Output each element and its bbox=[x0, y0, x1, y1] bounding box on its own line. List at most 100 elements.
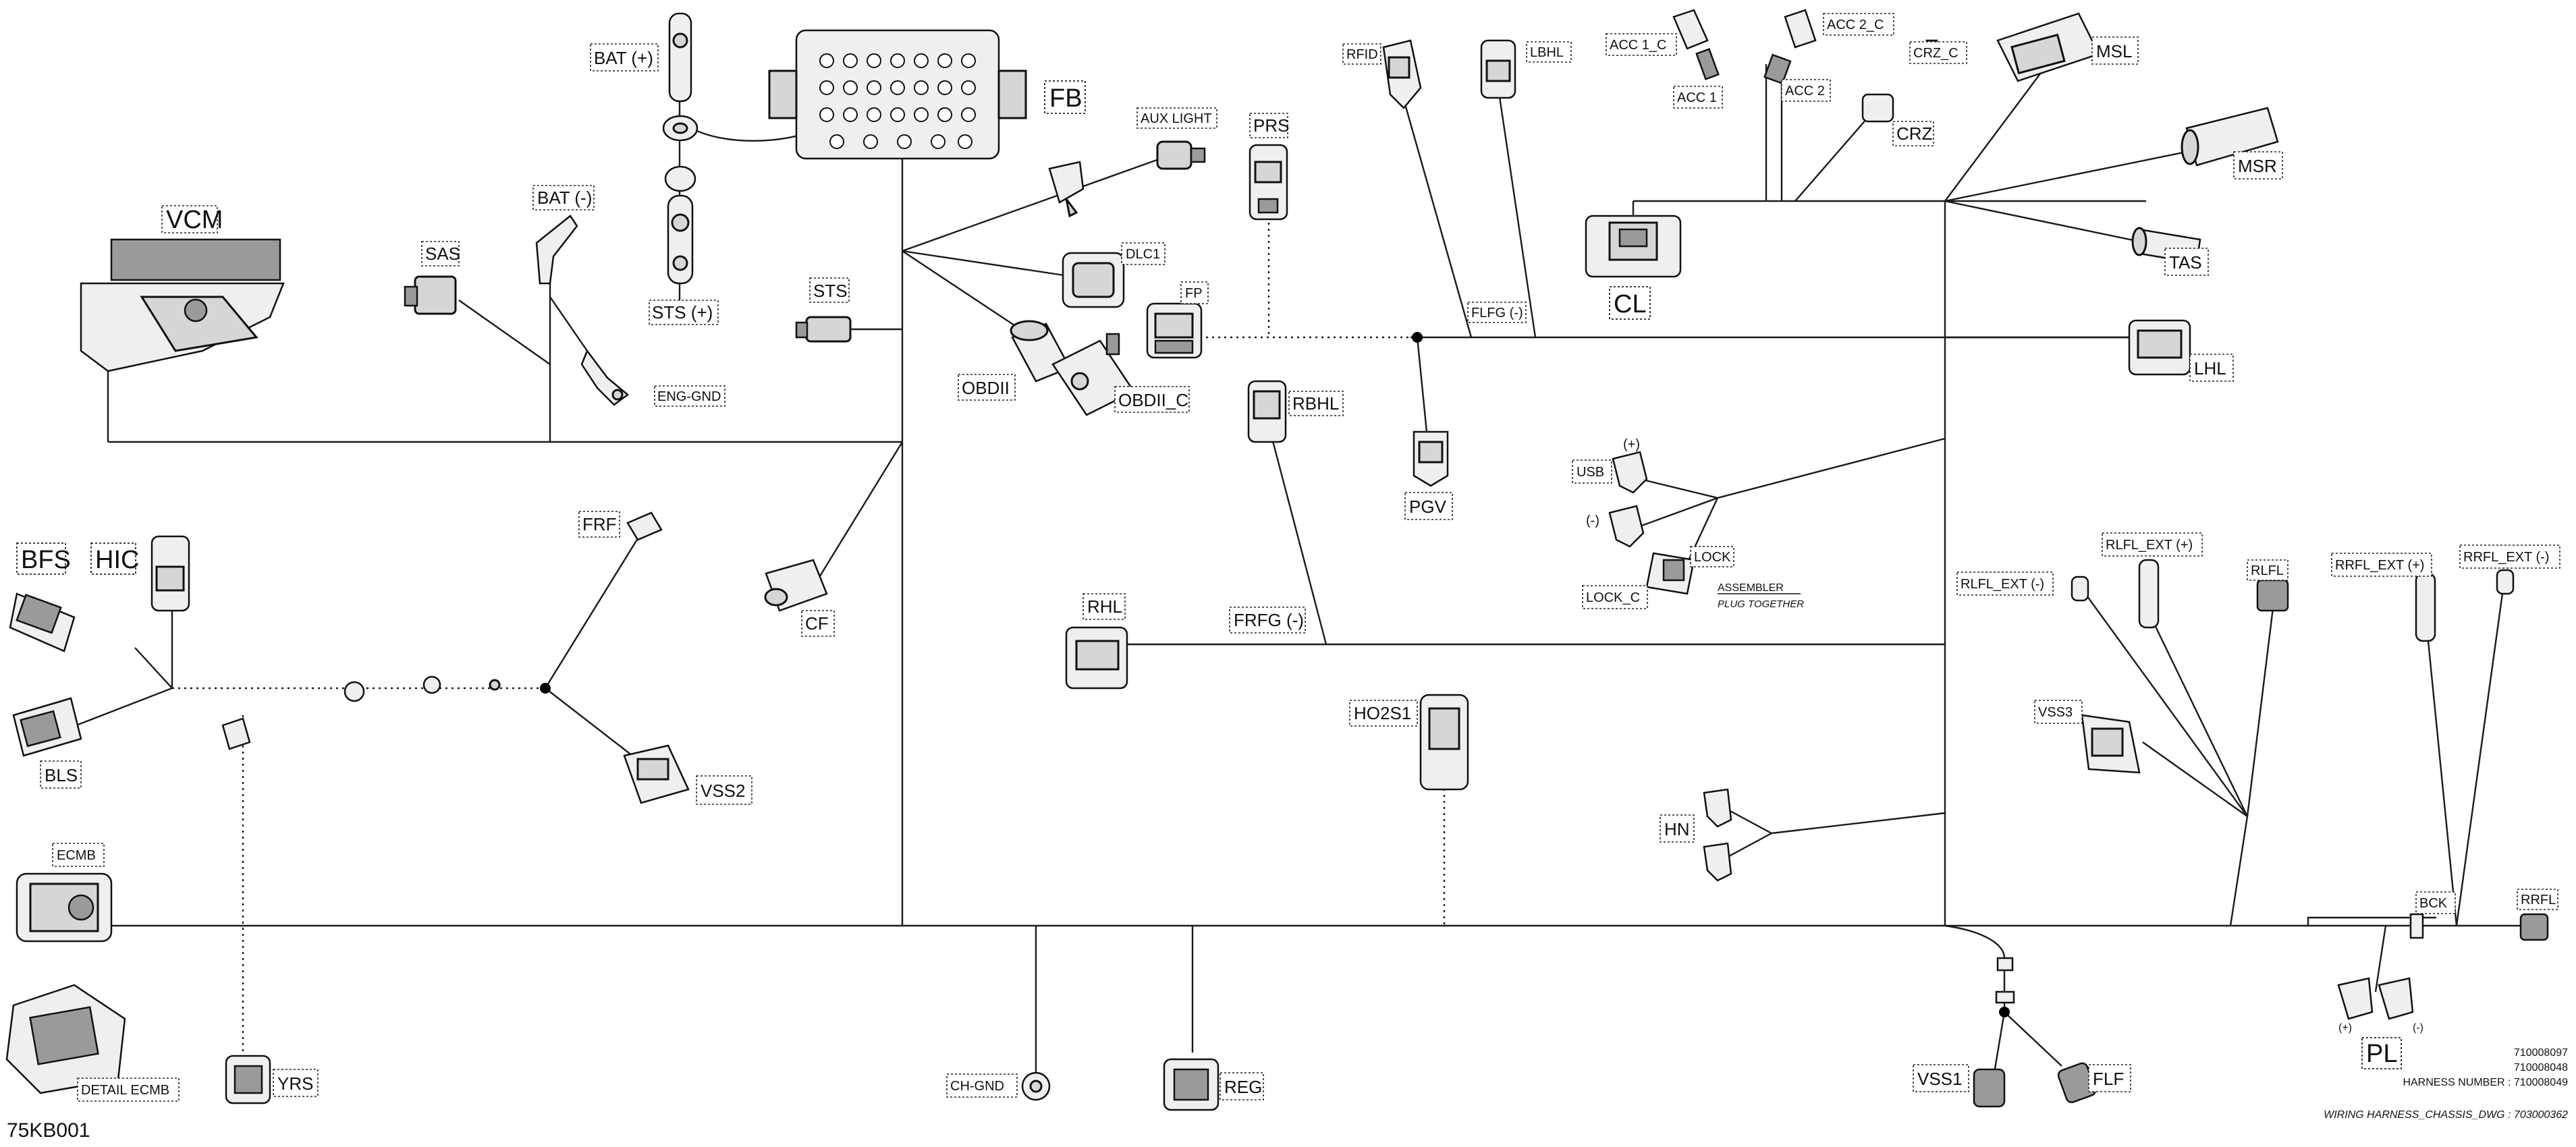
label-yrs: YRS bbox=[273, 1069, 319, 1097]
label-cl: CL bbox=[1609, 286, 1651, 320]
bfs-connector bbox=[9, 592, 76, 652]
label-msr-text: MSR bbox=[2238, 156, 2277, 176]
wire-bck bbox=[2307, 916, 2436, 926]
label-prs: PRS bbox=[1249, 113, 1289, 138]
rrfl-connector bbox=[2519, 913, 2549, 941]
vss2-connector bbox=[623, 744, 690, 804]
components bbox=[5, 9, 2549, 1111]
wire-rfid bbox=[1399, 87, 1473, 338]
wire-vss2 bbox=[545, 688, 642, 763]
label-bls: BLS bbox=[40, 760, 82, 789]
label-acc2: ACC 2 bbox=[1781, 79, 1831, 102]
label-msl: MSL bbox=[2091, 36, 2139, 65]
label-vss2-text: VSS2 bbox=[701, 781, 746, 801]
usb-connector-neg bbox=[1608, 505, 1645, 548]
label-lock-c: LOCK_C bbox=[1582, 585, 1648, 609]
inline-clips bbox=[344, 675, 501, 702]
label-hn: HN bbox=[1660, 814, 1695, 843]
lock-connector bbox=[1645, 552, 1695, 595]
label-vcm: VCM bbox=[161, 205, 223, 234]
frf-connector bbox=[626, 511, 663, 541]
sts-connector bbox=[795, 316, 852, 343]
rlfl-ext-neg-connector bbox=[2071, 576, 2089, 602]
label-vss3: VSS3 bbox=[2034, 700, 2083, 724]
label-crz-text: CRZ bbox=[1896, 123, 1933, 144]
label-fp: FP bbox=[1180, 281, 1209, 304]
label-rhl: RHL bbox=[1083, 593, 1126, 620]
hic-connector bbox=[150, 535, 190, 612]
label-flfg-text: FLFG (-) bbox=[1471, 306, 1523, 320]
label-usb-pos: (+) bbox=[1623, 437, 1640, 452]
label-rlfl-ext-pos-text: RLFL_EXT (+) bbox=[2106, 538, 2193, 553]
label-usb-neg: (-) bbox=[1586, 513, 1599, 528]
label-eng-gnd: ENG-GND bbox=[654, 385, 725, 407]
label-cf-text: CF bbox=[805, 613, 829, 634]
label-fp-text: FP bbox=[1185, 286, 1203, 301]
label-detail-ecmb: DETAIL ECMB bbox=[77, 1078, 180, 1102]
label-ecmb: ECMB bbox=[52, 843, 105, 867]
fp-connector bbox=[1146, 302, 1203, 359]
label-rfid: RFID bbox=[1342, 43, 1381, 65]
cl-connector bbox=[1585, 215, 1682, 278]
label-crz: CRZ bbox=[1892, 121, 1934, 146]
label-sts: STS bbox=[809, 277, 850, 303]
part-number-1: 710008097 bbox=[2514, 1047, 2568, 1059]
label-vss1: VSS1 bbox=[1913, 1064, 1969, 1092]
label-aux-light: AUX LIGHT bbox=[1136, 107, 1217, 129]
label-pl-neg: (-) bbox=[2413, 1022, 2423, 1034]
wire-bls bbox=[67, 687, 173, 730]
acc1-connector bbox=[1672, 9, 1720, 80]
junction-node bbox=[1412, 332, 1423, 343]
label-sts-pos-text: STS (+) bbox=[652, 302, 713, 323]
junction-node bbox=[540, 683, 551, 694]
wire-vss3 bbox=[2142, 742, 2248, 817]
ch-gnd-ring bbox=[1021, 1071, 1051, 1101]
label-acc1-c-text: ACC 1_C bbox=[1610, 38, 1666, 53]
usb-connector-pos bbox=[1612, 451, 1648, 494]
label-rlfl-text: RLFL bbox=[2251, 563, 2284, 578]
label-eng-gnd-text: ENG-GND bbox=[657, 389, 721, 404]
part-number-2: 710008048 bbox=[2514, 1062, 2568, 1073]
label-vss3-text: VSS3 bbox=[2038, 705, 2073, 720]
label-acc2-c: ACC 2_C bbox=[1823, 13, 1894, 36]
label-ecmb-text: ECMB bbox=[57, 848, 96, 863]
wire-aux-light bbox=[902, 157, 1161, 252]
rhl-connector bbox=[1065, 626, 1128, 690]
label-lbhl-text: LBHL bbox=[1530, 45, 1564, 60]
label-rlfl: RLFL bbox=[2247, 559, 2289, 581]
label-bat-neg-text: BAT (-) bbox=[537, 188, 592, 208]
label-rbhl-text: RBHL bbox=[1292, 393, 1339, 414]
bck-connector bbox=[2409, 913, 2424, 939]
label-crz-c-text: CRZ_C bbox=[1913, 46, 1958, 61]
reg-connector bbox=[1163, 1058, 1220, 1111]
label-sts-pos: STS (+) bbox=[649, 300, 719, 325]
label-obdii: OBDII bbox=[958, 374, 1016, 401]
label-acc1: ACC 1 bbox=[1673, 86, 1723, 109]
wire-rrfl-ext-pos bbox=[2425, 620, 2458, 926]
label-fb-text: FB bbox=[1049, 84, 1083, 113]
wire-rlfl-ext-neg bbox=[2085, 593, 2248, 817]
vss1-inline-clips bbox=[1995, 957, 2015, 1004]
label-sas-text: SAS bbox=[425, 244, 460, 264]
label-lock-text: LOCK bbox=[1694, 550, 1731, 565]
label-flfg: FLFG (-) bbox=[1467, 302, 1527, 323]
label-rrfl-ext-neg-text: RRFL_EXT (-) bbox=[2463, 550, 2549, 565]
ecmb-connector bbox=[16, 872, 113, 943]
label-msl-text: MSL bbox=[2096, 41, 2132, 61]
label-rfid-text: RFID bbox=[1346, 47, 1378, 62]
rrfl-ext-neg-connector bbox=[2496, 569, 2515, 595]
vcm-module bbox=[80, 238, 285, 372]
yrs-connector bbox=[225, 1055, 271, 1104]
wire-rlfl bbox=[2246, 596, 2276, 817]
wire-pgv bbox=[1416, 337, 1429, 439]
label-rhl-text: RHL bbox=[1087, 596, 1122, 617]
fuse-box bbox=[768, 29, 1027, 160]
label-hn-text: HN bbox=[1664, 819, 1690, 839]
label-rlfl-ext-neg: RLFL_EXT (-) bbox=[1956, 571, 2054, 596]
label-vss2: VSS2 bbox=[696, 775, 752, 805]
drawing-notes: 710008097 710008048 HARNESS NUMBER : 710… bbox=[7, 1047, 2568, 1142]
label-reg: REG bbox=[1220, 1072, 1264, 1100]
label-rrfl-ext-neg: RRFL_EXT (-) bbox=[2459, 544, 2560, 569]
label-lhl-text: LHL bbox=[2194, 358, 2226, 379]
label-rbhl: RBHL bbox=[1288, 391, 1344, 416]
